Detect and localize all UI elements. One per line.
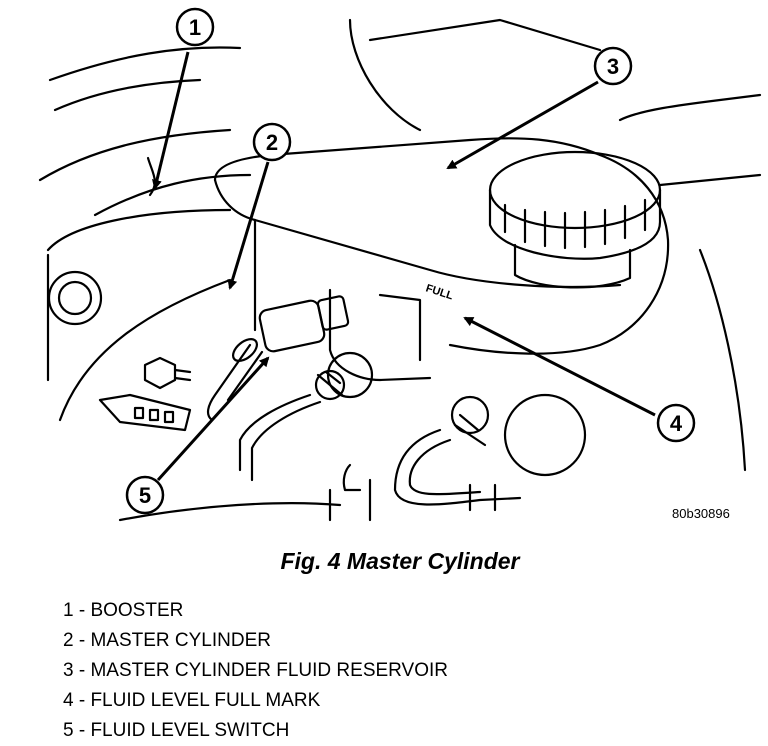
leader-1: [152, 51, 190, 190]
line-drawing: [38, 18, 762, 522]
full-mark-label: FULL: [424, 282, 455, 302]
figure-code: 80b30896: [672, 506, 730, 521]
legend-item: 3 - MASTER CYLINDER FLUID RESERVOIR: [63, 660, 449, 681]
callout-3: 3: [593, 46, 633, 86]
leader-4: [463, 316, 656, 417]
callouts: 1 2 3 4 5: [125, 7, 696, 515]
leader-2: [227, 161, 270, 290]
legend-item: 2 - MASTER CYLINDER: [63, 630, 271, 651]
master-cylinder-illustration: 1 2 3 4 5 FULL 80b30896: [38, 7, 762, 522]
callout-2: 2: [252, 122, 292, 162]
svg-text:4: 4: [670, 411, 683, 436]
parts-legend: 1 - BOOSTER 2 - MASTER CYLINDER 3 - MAST…: [63, 596, 448, 746]
leader-3: [446, 80, 599, 170]
callout-1: 1: [175, 7, 215, 47]
legend-item: 5 - FLUID LEVEL SWITCH: [63, 720, 290, 741]
figure-caption: Fig. 4 Master Cylinder: [280, 548, 520, 574]
leader-5: [156, 356, 270, 482]
legend-item: 1 - BOOSTER: [63, 600, 184, 621]
callout-4: 4: [656, 403, 696, 443]
callout-5: 5: [125, 475, 165, 515]
svg-text:1: 1: [189, 15, 201, 40]
svg-text:3: 3: [607, 54, 619, 79]
leader-arrows: [152, 51, 656, 482]
svg-text:2: 2: [266, 130, 278, 155]
svg-text:5: 5: [139, 483, 151, 508]
legend-item: 4 - FLUID LEVEL FULL MARK: [63, 690, 321, 711]
